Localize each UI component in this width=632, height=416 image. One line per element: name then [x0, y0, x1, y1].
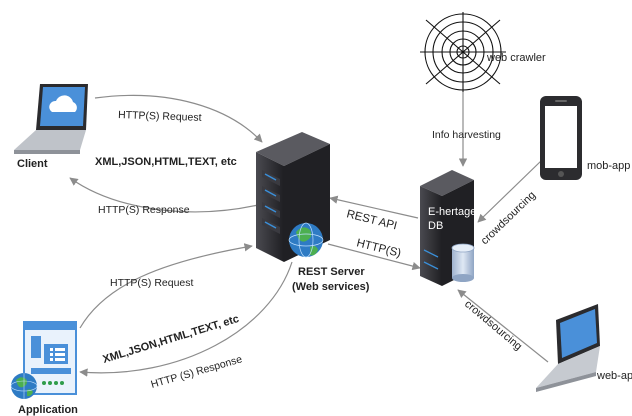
- db-label-line2: DB: [428, 220, 443, 232]
- client-label: Client: [17, 158, 48, 170]
- laptop-icon: [536, 304, 600, 392]
- edges: [69, 92, 549, 377]
- rest-api-arrow: [329, 195, 419, 219]
- app-request-label: HTTP(S) Request: [110, 277, 194, 289]
- crowdsourcing-web-label: crowdsourcing: [462, 298, 524, 353]
- laptop-cloud-icon: [14, 84, 88, 154]
- application-node: Application: [10, 321, 78, 416]
- crowdsourcing-mob-label: crowdsourcing: [479, 189, 538, 247]
- web-app-label: web-app: [596, 370, 632, 382]
- application-label: Application: [18, 404, 78, 416]
- https-arrow: [327, 243, 421, 271]
- client-request-arrow: [94, 94, 263, 143]
- web-crawler-label: web crawler: [486, 52, 546, 64]
- db-node: E-hertage DB: [420, 170, 476, 286]
- web-crawler-node: web crawler: [420, 12, 546, 92]
- rest-server-label-line1: REST Server: [298, 266, 365, 278]
- app-response-label: HTTP (S) Response: [150, 353, 244, 391]
- app-response-arrow: [79, 261, 293, 377]
- mob-app-node: mob-app: [540, 96, 630, 180]
- app-payload-label: XML,JSON,HTML,TEXT, etc: [101, 313, 240, 366]
- client-response-arrow: [69, 177, 259, 213]
- client-response-label: HTTP(S) Response: [98, 204, 190, 216]
- mob-app-label: mob-app: [587, 160, 630, 172]
- client-request-label: HTTP(S) Request: [118, 109, 202, 124]
- info-harvesting-label: Info harvesting: [432, 129, 501, 141]
- app-globe-icon: [10, 373, 38, 399]
- database-icon: [420, 170, 475, 286]
- rest-server-node: REST Server (Web services): [256, 132, 370, 293]
- db-label-line1: E-hertage: [428, 206, 476, 218]
- app-request-arrow: [79, 243, 253, 329]
- crowdsourcing-mob-arrow: [477, 159, 543, 223]
- server-globe-icon: [288, 222, 324, 258]
- client-node: Client: [14, 84, 88, 170]
- rest-server-label-line2: (Web services): [292, 281, 370, 293]
- crowdsourcing-web-arrow: [457, 289, 549, 363]
- spider-web-icon: [420, 12, 506, 92]
- smartphone-icon: [540, 96, 582, 180]
- client-payload-label: XML,JSON,HTML,TEXT, etc: [95, 156, 237, 168]
- https-label: HTTP(S): [355, 237, 402, 260]
- web-app-node: web-app: [536, 304, 632, 392]
